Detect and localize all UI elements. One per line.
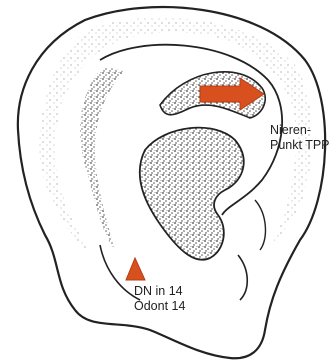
nieren-label-line1: Nieren- [270,123,330,138]
nieren-punkt-label: Nieren- Punkt TPP [270,123,330,153]
dn-label-line2: Odont 14 [134,299,185,314]
dn-label: DN in 14 Odont 14 [134,284,185,314]
nieren-label-line2: Punkt TPP [270,138,330,153]
dn-label-line1: DN in 14 [134,284,185,299]
